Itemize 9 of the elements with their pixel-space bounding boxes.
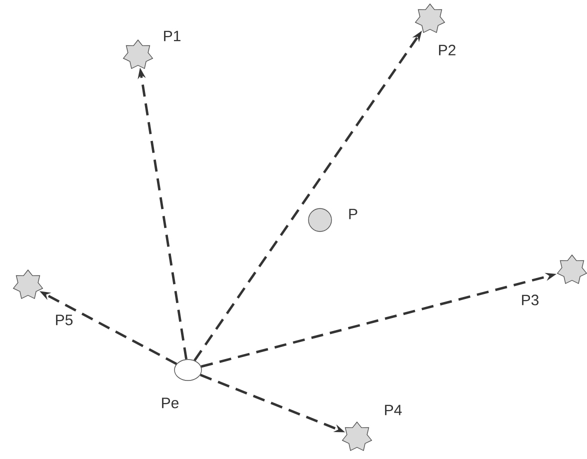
point-label: P3 bbox=[522, 294, 539, 306]
point-circle bbox=[308, 208, 332, 232]
point-ellipse bbox=[174, 359, 202, 381]
point-label: P bbox=[349, 208, 358, 220]
point-label: P4 bbox=[385, 404, 402, 416]
point-label: P5 bbox=[56, 314, 73, 326]
point-label: P2 bbox=[439, 44, 456, 56]
point-label: Pe bbox=[162, 398, 178, 408]
point-label: P1 bbox=[164, 30, 180, 42]
